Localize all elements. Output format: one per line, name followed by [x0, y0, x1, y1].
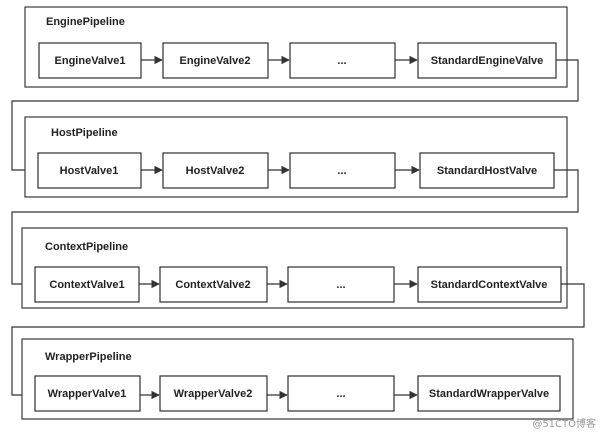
valve-context-1: ContextValve1: [34, 266, 140, 303]
valve-engine-1: EngineValve1: [38, 42, 142, 79]
pipeline-link-arrow: [11, 283, 585, 400]
valve-label: WrapperValve2: [174, 388, 253, 400]
valve-label: StandardEngineValve: [431, 55, 543, 67]
pipeline-context: ContextPipeline ContextValve1 ContextVal…: [21, 227, 568, 309]
valve-standard-engine: StandardEngineValve: [417, 42, 557, 79]
pipeline-link-arrow: [11, 59, 579, 175]
valve-label: StandardHostValve: [437, 165, 537, 177]
valve-engine-ellipsis: ...: [289, 42, 396, 79]
valve-label: EngineValve1: [55, 55, 126, 67]
valve-standard-wrapper: StandardWrapperValve: [417, 375, 561, 412]
valve-label: EngineValve2: [180, 55, 251, 67]
pipeline-wrapper: WrapperPipeline WrapperValve1 WrapperVal…: [21, 338, 574, 420]
valve-label: ...: [337, 55, 346, 67]
valve-label: ...: [337, 165, 346, 177]
valve-standard-context: StandardContextValve: [417, 266, 562, 303]
valve-context-ellipsis: ...: [287, 266, 395, 303]
valve-host-ellipsis: ...: [289, 152, 396, 189]
pipeline-engine: EnginePipeline EngineValve1 EngineValve2…: [24, 6, 568, 88]
valve-host-2: HostValve2: [162, 152, 269, 189]
valve-label: HostValve2: [186, 165, 245, 177]
valve-host-1: HostValve1: [37, 152, 142, 189]
valve-label: StandardContextValve: [431, 279, 548, 291]
valve-label: WrapperValve1: [48, 388, 127, 400]
pipeline-title: WrapperPipeline: [45, 351, 132, 363]
pipeline-title: ContextPipeline: [45, 241, 128, 253]
valve-engine-2: EngineValve2: [162, 42, 269, 79]
valve-label: ContextValve1: [49, 279, 124, 291]
valve-wrapper-2: WrapperValve2: [159, 375, 268, 412]
valve-wrapper-1: WrapperValve1: [34, 375, 141, 412]
pipeline-host: HostPipeline HostValve1 HostValve2 ... S…: [24, 116, 568, 198]
valve-label: ...: [336, 388, 345, 400]
pipeline-link-arrow: [11, 169, 579, 289]
pipeline-title: EnginePipeline: [46, 16, 125, 28]
pipeline-title: HostPipeline: [51, 127, 118, 139]
valve-standard-host: StandardHostValve: [419, 152, 555, 189]
valve-label: ...: [336, 279, 345, 291]
valve-label: HostValve1: [60, 165, 119, 177]
valve-wrapper-ellipsis: ...: [287, 375, 395, 412]
watermark: @51CTO博客: [532, 419, 596, 430]
valve-label: ContextValve2: [175, 279, 250, 291]
valve-context-2: ContextValve2: [159, 266, 268, 303]
valve-label: StandardWrapperValve: [429, 388, 549, 400]
